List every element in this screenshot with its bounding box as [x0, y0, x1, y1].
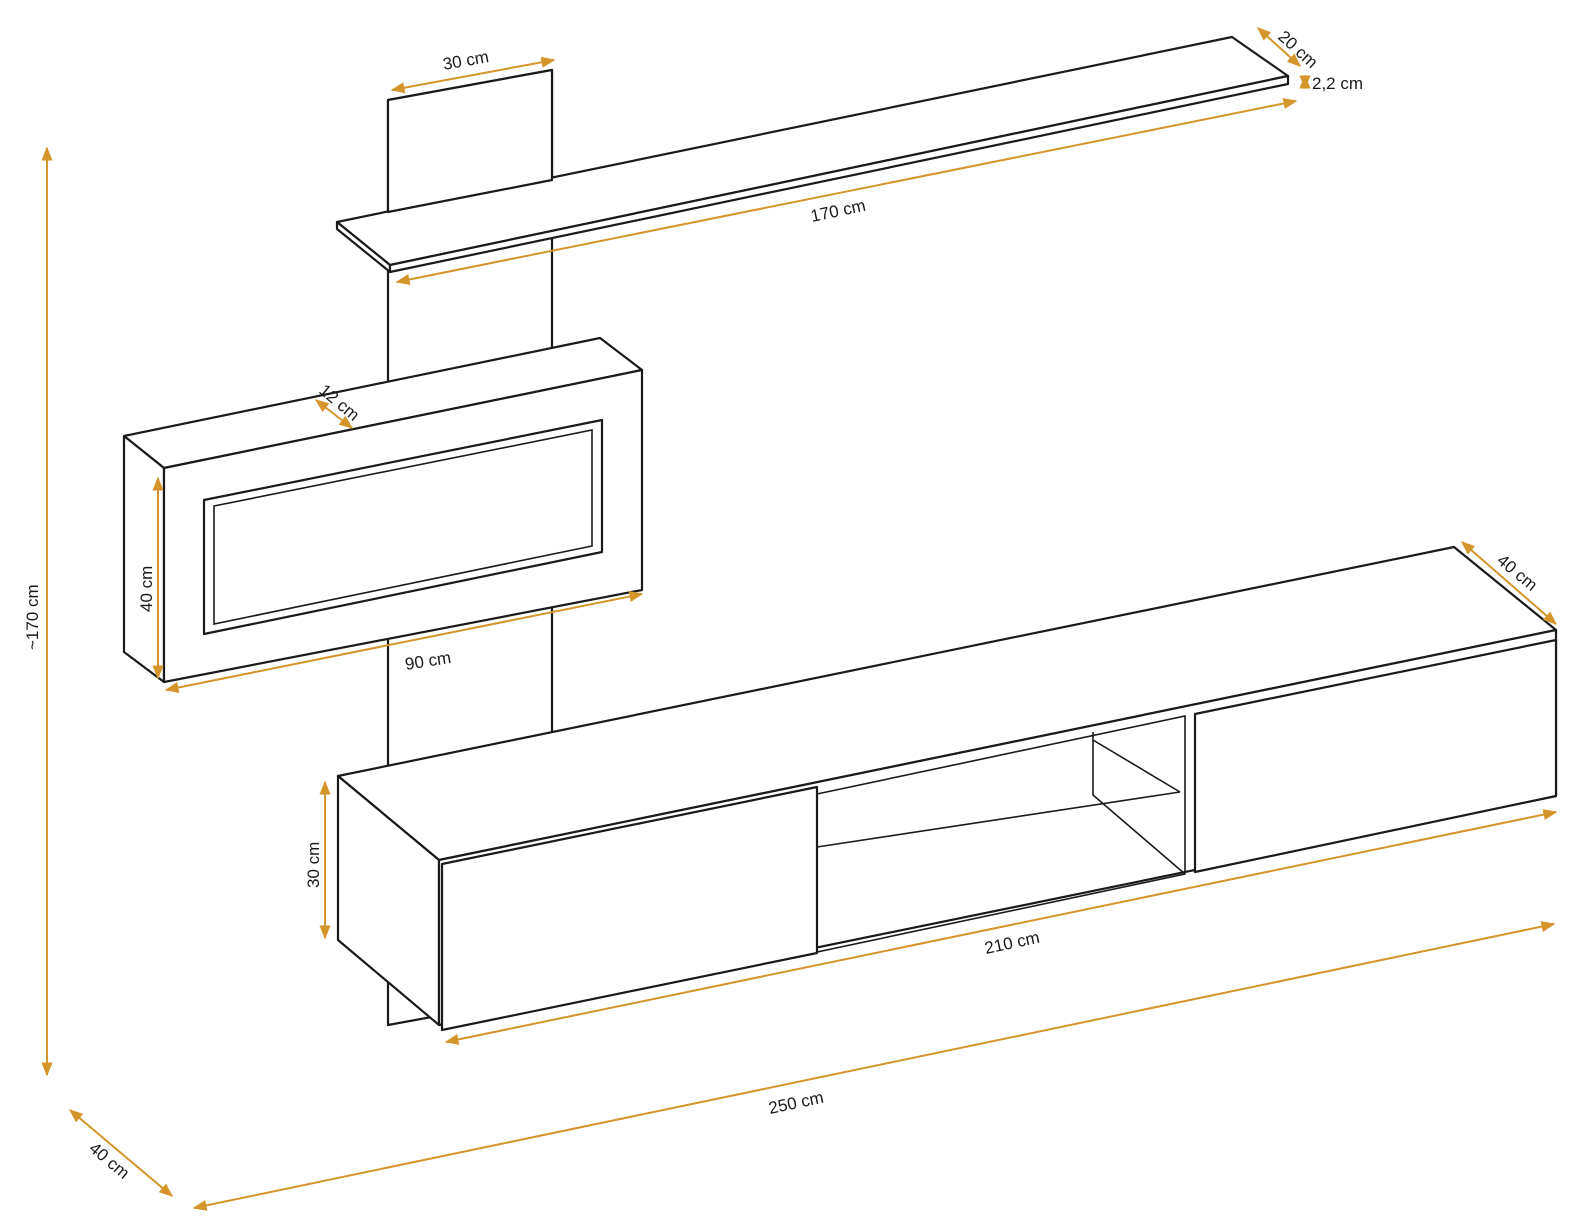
dim-total-depth	[68, 1109, 174, 1197]
label-frame-height: 40 cm	[137, 566, 156, 612]
wall-frame	[122, 336, 644, 684]
label-cabinet-length: 210 cm	[983, 928, 1041, 958]
compartment-shelf-depth	[1092, 739, 1181, 793]
label-total-height: ~170 cm	[23, 584, 42, 650]
dim-shelf-length	[395, 97, 1298, 286]
dim-post-width	[390, 56, 556, 94]
label-shelf-thickness: 2,2 cm	[1312, 74, 1363, 93]
dim-frame-width	[164, 591, 644, 693]
dim-total-width	[192, 921, 1556, 1211]
label-shelf-length: 170 cm	[809, 196, 867, 226]
label-post-width: 30 cm	[441, 47, 490, 74]
dimension-lines	[41, 27, 1558, 1211]
label-total-depth: 40 cm	[85, 1139, 133, 1183]
dim-cabinet-depth	[1460, 541, 1558, 625]
label-cabinet-height: 30 cm	[304, 842, 323, 888]
dim-frame-depth	[314, 399, 354, 429]
label-total-width: 250 cm	[767, 1088, 825, 1118]
frame-opening-inner	[213, 429, 593, 625]
dim-shelf-depth	[1256, 27, 1302, 67]
frame-opening	[202, 418, 604, 636]
